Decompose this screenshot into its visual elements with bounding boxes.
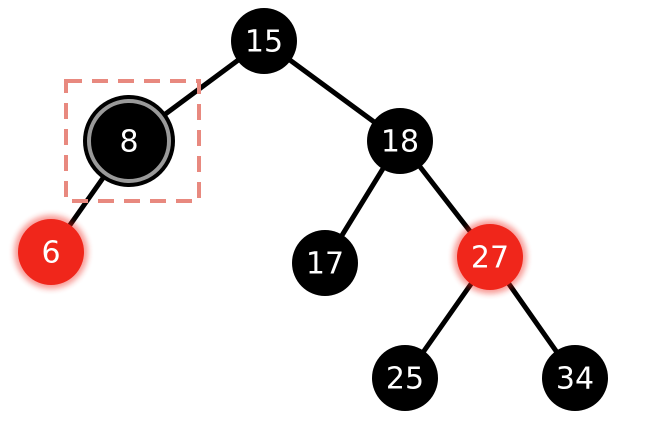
node-label: 34 [556,362,594,397]
tree-node-6: 6 [14,215,88,289]
node-label: 15 [245,25,283,60]
nodes: 15 8 18 6 17 27 25 34 [14,8,608,411]
node-circle [542,345,608,411]
node-focus-ring [87,99,171,183]
highlight-box [64,79,201,203]
tree-node-18: 18 [367,108,433,174]
node-circle [457,224,523,290]
edges [48,38,578,381]
node-circle [231,8,297,74]
tree-node-15: 15 [231,8,297,74]
node-circle [367,108,433,174]
node-label: 17 [306,247,344,282]
node-label: 8 [119,125,138,160]
tree-node-8: 8 [83,95,175,187]
node-circle [96,108,162,174]
tree-node-34: 34 [542,345,608,411]
tree-node-27: 27 [453,220,527,294]
node-label: 18 [381,125,419,160]
tree-node-25: 25 [372,345,438,411]
node-label: 6 [41,236,60,271]
node-circle [18,219,84,285]
node-label: 25 [386,362,424,397]
node-circle [292,230,358,296]
tree-node-17: 17 [292,230,358,296]
node-label: 27 [471,241,509,276]
node-circle [372,345,438,411]
highlight-layer [64,79,201,203]
